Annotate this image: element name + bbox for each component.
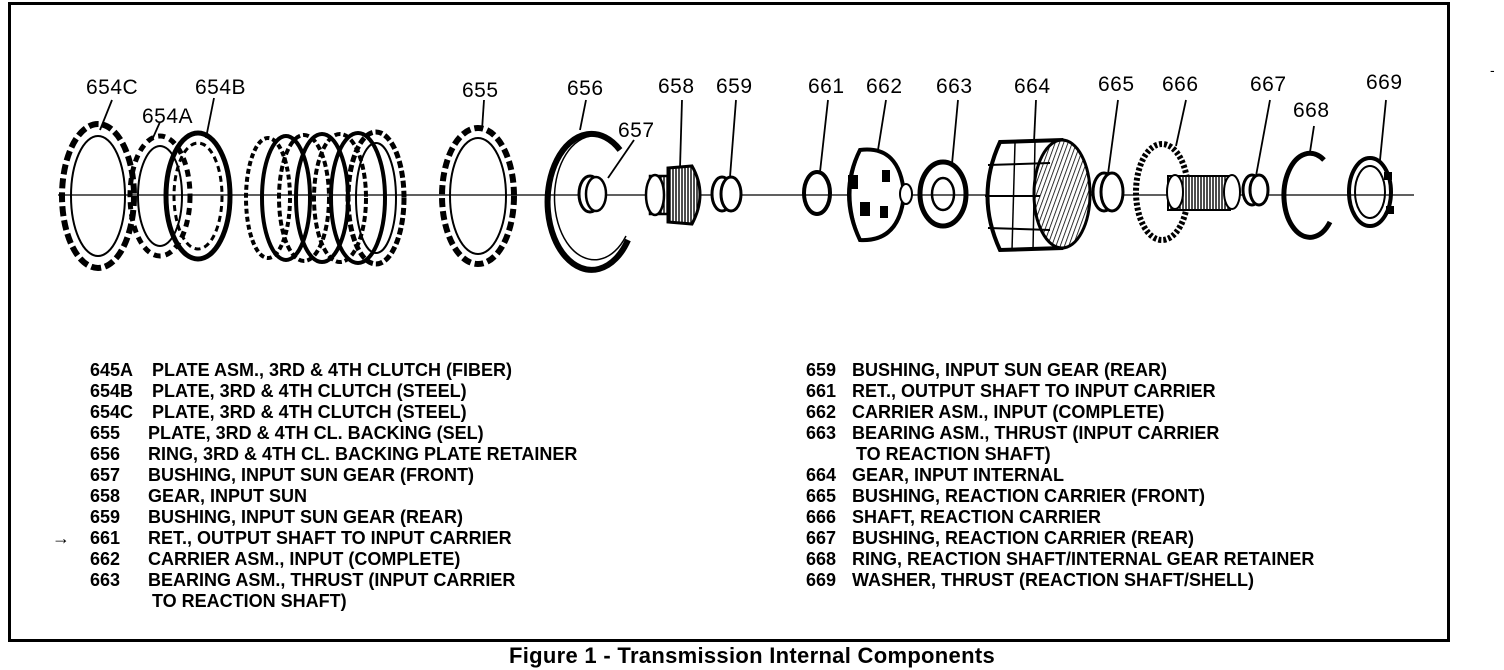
part-661-retainer	[802, 170, 832, 216]
part-663-thrust-bearing	[917, 159, 969, 229]
part-656-retainer-ring	[544, 130, 631, 273]
callout-669: 669	[1366, 71, 1403, 94]
callout-662: 662	[866, 75, 903, 98]
callout-665: 665	[1098, 73, 1135, 96]
figure-frame	[8, 2, 1450, 642]
part-655-backing-plate	[439, 125, 517, 267]
part-662-input-carrier	[847, 147, 913, 243]
part-668-retainer-ring	[1281, 150, 1333, 240]
callout-659: 659	[716, 75, 753, 98]
callout-655: 655	[462, 79, 499, 102]
part-654C-plate	[59, 121, 137, 271]
callout-666: 666	[1162, 73, 1199, 96]
callout-657: 657	[618, 119, 655, 142]
arrow-icon: →	[52, 528, 70, 548]
edge-mark: -	[1490, 62, 1495, 78]
part-657-bushing	[577, 174, 608, 214]
callout-668: 668	[1293, 99, 1330, 122]
part-666-reaction-shaft	[1133, 141, 1241, 243]
part-667-bushing	[1241, 173, 1270, 207]
callout-658: 658	[658, 75, 695, 98]
callout-661: 661	[808, 75, 845, 98]
callout-664: 664	[1014, 75, 1051, 98]
part-clutch-pack	[244, 129, 407, 267]
part-654A-plate	[127, 133, 193, 259]
leader-lines	[99, 97, 1387, 179]
callout-663: 663	[936, 75, 973, 98]
part-659-bushing	[710, 175, 743, 213]
part-658-sun-gear	[644, 164, 702, 226]
part-665-bushing	[1091, 171, 1125, 213]
callout-654C: 654C	[86, 76, 139, 99]
callout-654A: 654A	[142, 105, 194, 128]
part-664-internal-gear	[985, 137, 1092, 253]
part-654B-plate	[163, 130, 233, 262]
callout-654B: 654B	[195, 76, 247, 99]
figure-caption: Figure 1 - Transmission Internal Compone…	[509, 643, 995, 668]
callout-656: 656	[567, 77, 604, 100]
callout-667: 667	[1250, 73, 1287, 96]
part-669-thrust-washer	[1347, 156, 1394, 228]
legend-row: TO REACTION SHAFT)	[856, 444, 1051, 464]
legend-row: TO REACTION SHAFT)	[152, 591, 347, 611]
